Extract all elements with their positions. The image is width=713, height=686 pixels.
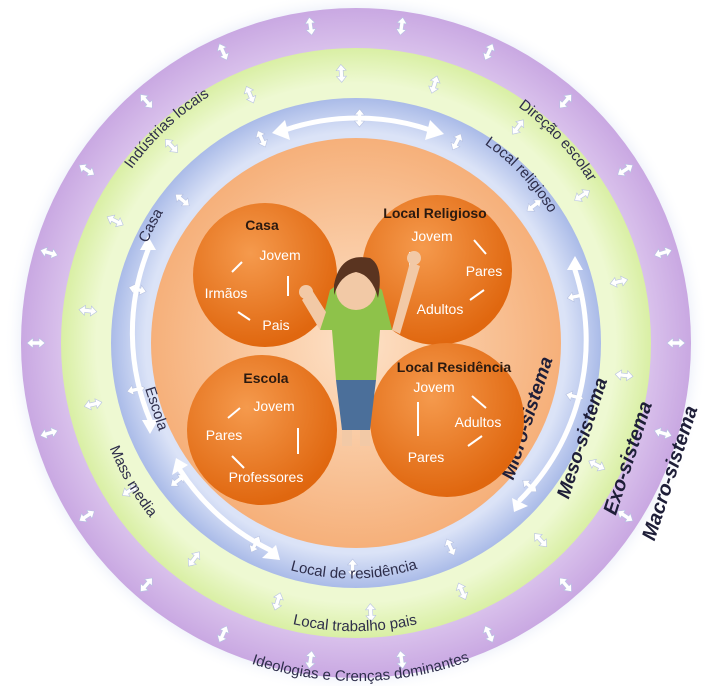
ring-connector-arrow [526, 199, 542, 212]
bubble-religioso-title: Local Religioso [383, 205, 486, 221]
ring-connector-arrow [174, 193, 190, 207]
bubble-escola: Escola Jovem Pares Professores [187, 355, 337, 505]
ring-connector-arrow [482, 625, 496, 643]
ring-connector-arrow [335, 63, 348, 83]
ring-connector-arrow [395, 650, 408, 670]
bubble-religioso-item-jovem: Jovem [411, 228, 452, 244]
bubble-residencia-circle [370, 343, 524, 497]
ring-connector-arrow [653, 427, 673, 440]
ring-connector-arrow [482, 43, 496, 61]
bubble-casa-title: Casa [245, 217, 279, 233]
bubble-residencia-title: Local Residência [397, 359, 512, 375]
ring-connector-arrow [78, 163, 95, 177]
ring-connector-arrow [574, 189, 591, 202]
bubble-religioso-item-adultos: Adultos [417, 301, 464, 317]
ring-connector-arrow [271, 592, 284, 611]
ring-connector-arrow [455, 582, 469, 601]
ring-connector-arrow [450, 133, 464, 151]
bubble-casa: Casa Jovem Irmãos Pais [193, 203, 337, 347]
ring-connector-arrow [614, 369, 634, 382]
ring-connector-arrow [243, 85, 257, 104]
ring-connector-arrow [164, 138, 178, 153]
ring-connector-arrow [39, 246, 59, 259]
ring-connector-arrow [617, 163, 634, 177]
ring-connector-arrow [559, 577, 572, 592]
bubble-casa-item-jovem: Jovem [259, 247, 300, 263]
ring-connector-arrow [444, 538, 457, 556]
ring-connector-arrow [216, 43, 230, 61]
ring-connector-arrow [617, 509, 634, 523]
ring-connector-arrow [428, 75, 441, 94]
bubble-residencia-item-jovem: Jovem [413, 379, 454, 395]
ring-connector-arrow [78, 304, 98, 317]
ring-connector-arrow [559, 94, 572, 109]
bubble-casa-item-irmaos: Irmãos [205, 285, 248, 301]
ring-connector-arrow [255, 130, 268, 148]
ring-connector-arrow [653, 246, 673, 259]
exo-ring-text-trabalho: Local trabalho pais [292, 611, 419, 635]
ring-connector-arrow [78, 509, 95, 523]
ring-connector-arrow [140, 577, 153, 592]
ring-connector-arrow [304, 16, 317, 36]
bubble-residencia: Local Residência Jovem Adultos Pares [370, 343, 524, 497]
bubble-escola-item-professores: Professores [229, 469, 304, 485]
ring-connector-arrow [106, 214, 124, 228]
ring-connector-arrow [511, 119, 525, 135]
meso-flow-arrows [129, 115, 589, 553]
ring-connector-arrow [216, 625, 230, 643]
ring-connector-arrow [83, 398, 103, 411]
young-person-thumbs-up-icon [299, 251, 421, 446]
ring-connector-arrow [588, 458, 606, 472]
ring-connector-arrow [666, 337, 686, 349]
bubble-escola-item-pares: Pares [206, 427, 243, 443]
ring-connector-arrow [39, 427, 59, 440]
ring-connector-arrow [304, 650, 317, 670]
bubble-residencia-item-adultos: Adultos [455, 414, 502, 430]
ring-connector-arrow [26, 337, 46, 349]
ring-connector-arrow [346, 558, 359, 578]
bubble-casa-item-pais: Pais [262, 317, 289, 333]
bubble-casa-circle [193, 203, 337, 347]
meso-flow-arrowheads [140, 120, 583, 560]
ring-connector-arrow [170, 474, 186, 487]
bubble-escola-title: Escola [243, 370, 288, 386]
bubble-escola-circle [187, 355, 337, 505]
ring-connector-arrow [140, 94, 153, 109]
ring-connector-arrow [534, 533, 548, 548]
ring-connector-arrow [364, 603, 377, 623]
ring-connector-arrow [395, 16, 408, 36]
bubble-residencia-item-pares: Pares [408, 449, 445, 465]
ring-connector-arrow [187, 551, 201, 567]
ring-connector-arrow [609, 275, 629, 288]
bubble-religioso-item-pares: Pares [466, 263, 503, 279]
ring-connector-arrow [121, 484, 138, 497]
bubble-escola-item-jovem: Jovem [253, 398, 294, 414]
